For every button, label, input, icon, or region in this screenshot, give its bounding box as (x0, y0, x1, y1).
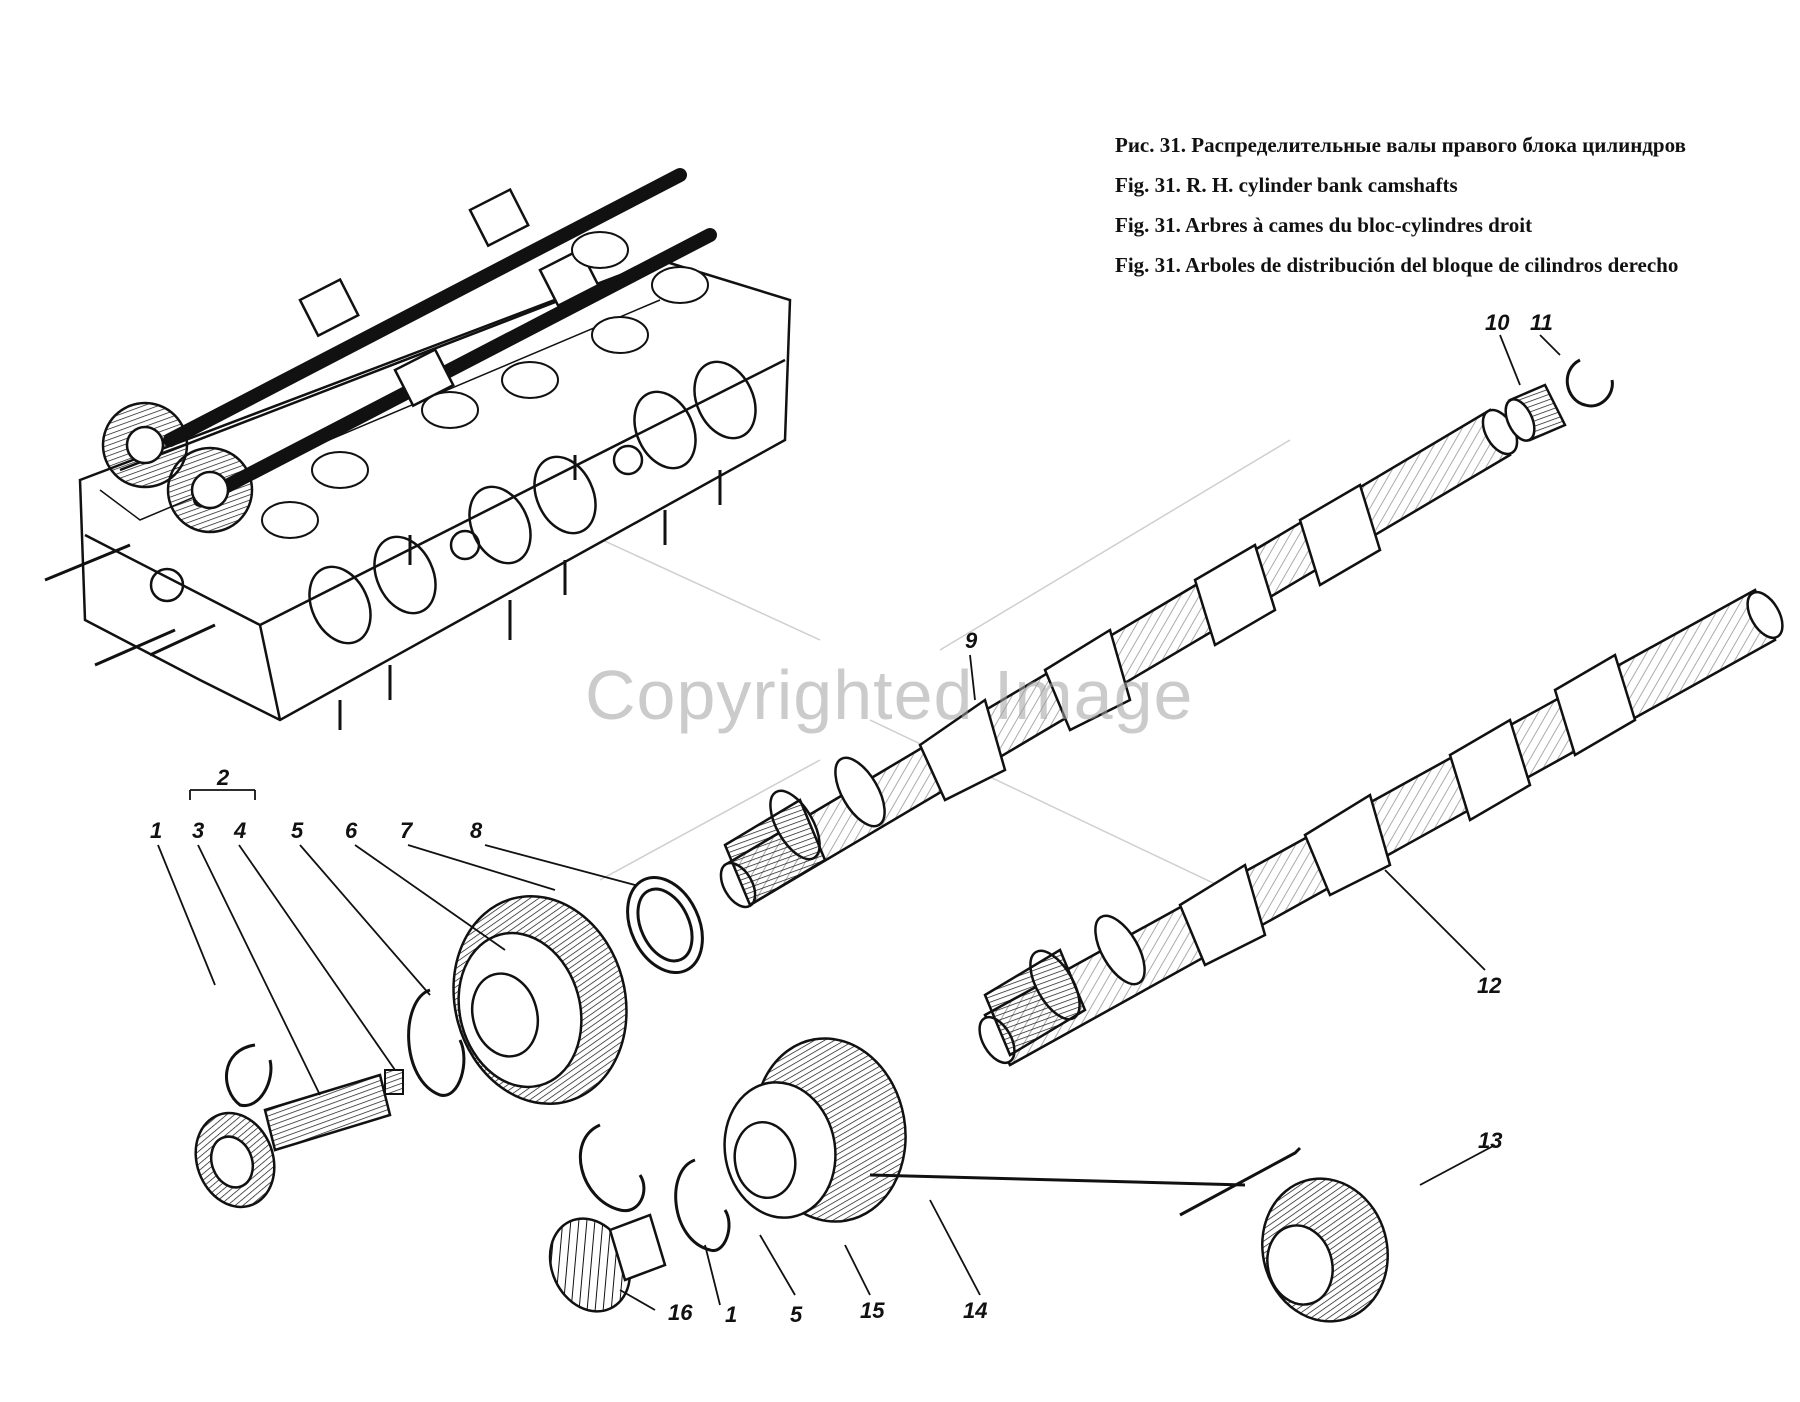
callout-16: 16 (668, 1300, 693, 1325)
callout-5-lower: 5 (790, 1302, 803, 1327)
callout-15: 15 (860, 1298, 885, 1323)
callout-2: 2 (216, 765, 230, 790)
callout-12: 12 (1477, 973, 1502, 998)
leader-lines (157, 334, 1561, 1311)
part-14-15-gear (723, 1037, 907, 1223)
callout-7: 7 (400, 818, 414, 843)
caption-russian: Рис. 31. Распределительные валы правого … (1115, 133, 1686, 157)
part-1-snap-ring-lower (578, 1123, 646, 1213)
callout-8: 8 (470, 818, 483, 843)
caption-spanish: Fig. 31. Arboles de distribución del blo… (1115, 253, 1679, 277)
part-4-bushing (384, 1069, 404, 1095)
part-6-7-bevel-gear (452, 894, 628, 1106)
callout-5: 5 (291, 818, 304, 843)
part-8-ring (626, 875, 704, 975)
camshaft-upper (719, 408, 1519, 909)
part-11-snap-ring (1565, 358, 1614, 408)
part-3-shaft (194, 1073, 392, 1209)
part-10-bushing (1504, 383, 1567, 442)
camshaft-lower (978, 588, 1784, 1067)
caption-french: Fig. 31. Arbres à cames du bloc-cylindre… (1115, 213, 1533, 237)
callout-11: 11 (1530, 310, 1553, 335)
callout-10: 10 (1485, 310, 1510, 335)
part-5-circlip-lower (674, 1158, 731, 1252)
callout-4: 4 (233, 818, 246, 843)
cylinder-head-assembly (44, 168, 792, 730)
callout-13: 13 (1478, 1128, 1502, 1153)
part-16-plug (548, 1213, 667, 1313)
part-1-snap-ring-upper (225, 1043, 273, 1107)
callout-1-lower: 1 (725, 1302, 737, 1327)
watermark-text: Copyrighted Image (585, 656, 1194, 734)
part-13-coupling (1261, 1177, 1389, 1323)
figure-caption: Рис. 31. Распределительные валы правого … (1115, 125, 1775, 285)
callout-labels: 2 1 3 4 5 6 7 8 9 10 11 12 13 14 15 5 1 … (150, 310, 1553, 1327)
callout-3: 3 (192, 818, 204, 843)
callout-6: 6 (345, 818, 358, 843)
callout-14: 14 (963, 1298, 987, 1323)
assembly-bracket (869, 1146, 1302, 1217)
part-5-circlip-upper (407, 988, 466, 1097)
caption-english: Fig. 31. R. H. cylinder bank camshafts (1115, 173, 1458, 197)
callout-1: 1 (150, 818, 162, 843)
callout-9: 9 (965, 628, 978, 653)
